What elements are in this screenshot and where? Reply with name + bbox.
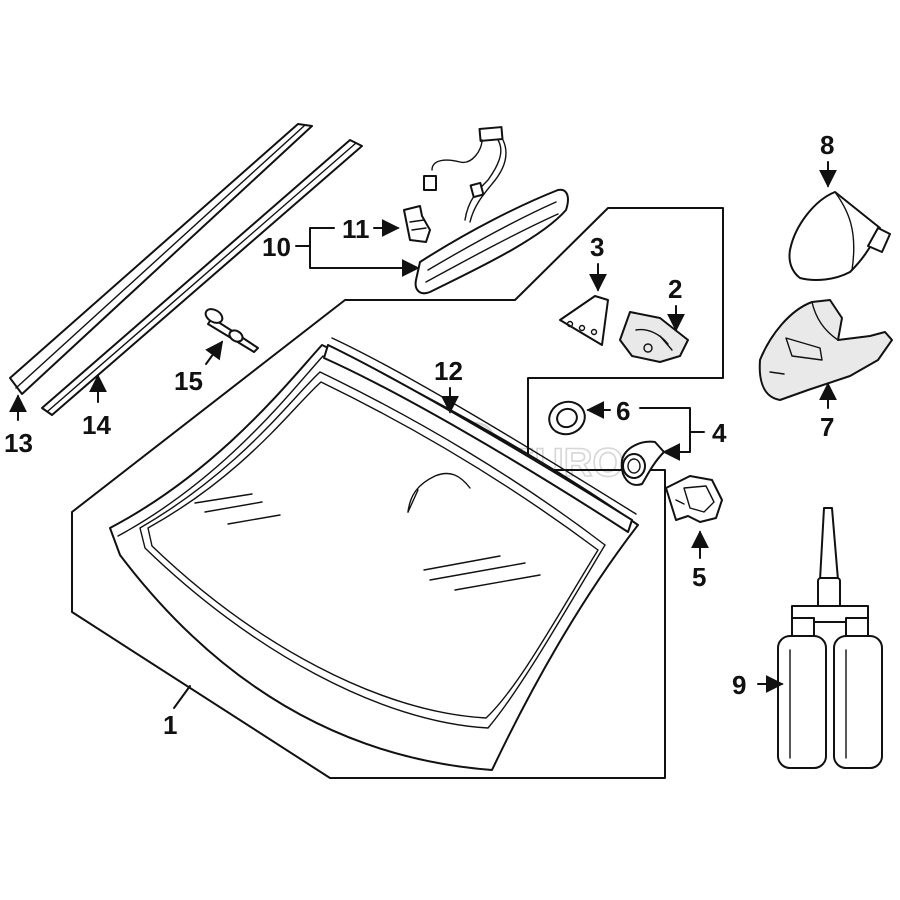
sensor-housing-4 xyxy=(620,440,665,486)
callout-14: 14 xyxy=(82,410,111,440)
callout-6: 6 xyxy=(616,396,630,426)
callout-4: 4 xyxy=(712,418,727,448)
callout-5: 5 xyxy=(692,562,706,592)
sensor-bracket-5 xyxy=(665,475,723,523)
callout-2: 2 xyxy=(668,274,682,304)
cover-8 xyxy=(788,191,891,281)
callout-numbers: 1 2 3 4 5 6 7 8 9 10 11 12 13 14 15 xyxy=(4,130,834,740)
callout-10: 10 xyxy=(262,232,291,262)
callout-3: 3 xyxy=(590,232,604,262)
callout-13: 13 xyxy=(4,428,33,458)
leader-lines xyxy=(8,161,837,709)
rearview-mirror xyxy=(414,126,569,295)
bracket-2 xyxy=(619,311,689,363)
callout-12: 12 xyxy=(434,356,463,386)
callout-15: 15 xyxy=(174,366,203,396)
windshield-group-frame xyxy=(71,207,724,779)
clip-15 xyxy=(204,308,259,353)
upper-moulding xyxy=(323,337,637,533)
cover-7 xyxy=(758,299,893,401)
callout-11: 11 xyxy=(342,214,370,244)
mirror-sensor-11 xyxy=(403,205,431,243)
callout-9: 9 xyxy=(732,670,746,700)
side-moulding-13 xyxy=(9,123,313,395)
adhesive-kit-9 xyxy=(777,507,883,769)
callout-1: 1 xyxy=(163,710,177,740)
callout-7: 7 xyxy=(820,412,834,442)
side-moulding-14 xyxy=(41,139,363,416)
callout-8: 8 xyxy=(820,130,834,160)
bracket-plate-3 xyxy=(559,295,609,346)
ring-seal-6 xyxy=(548,400,586,436)
